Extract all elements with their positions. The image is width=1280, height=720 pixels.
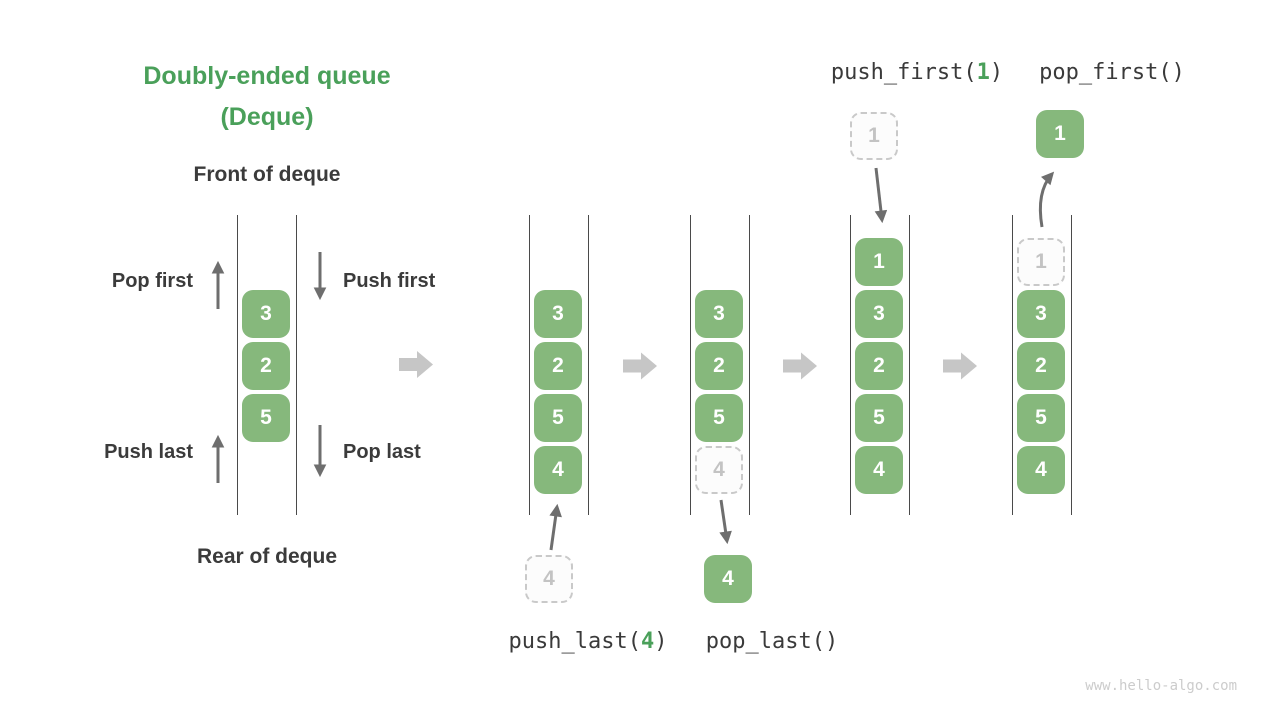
- deque-cell-solid: 2: [534, 342, 582, 390]
- push-first-op-text: push_first(: [830, 60, 977, 85]
- push-last-operation: push_last(4): [509, 629, 668, 654]
- floating-cell-push-last-incoming: 4: [525, 555, 573, 603]
- title-line2: (Deque): [220, 103, 314, 131]
- push-last-op-close: ): [654, 629, 668, 654]
- push-first-connector-arrow: [874, 167, 888, 224]
- deque-cell-solid: 4: [855, 446, 903, 494]
- deque-cell-solid: 3: [695, 290, 743, 338]
- deque-cell-solid: 5: [242, 394, 290, 442]
- diagram-title: Doubly-ended queue (Deque): [143, 56, 390, 138]
- floating-cell-pop-first-outgoing: 1: [1036, 110, 1084, 158]
- push-first-op-arg: 1: [976, 60, 990, 85]
- push-last-label: Push last: [104, 441, 193, 463]
- deque-cell-solid: 3: [534, 290, 582, 338]
- deque-cell-solid: 2: [855, 342, 903, 390]
- deque-cell-solid: 5: [855, 394, 903, 442]
- floating-cell-push-first-incoming: 1: [850, 112, 898, 160]
- push-last-op-text: push_last(: [508, 629, 641, 654]
- front-of-deque-label: Front of deque: [193, 163, 341, 186]
- push-first-op-close: ): [989, 60, 1004, 85]
- push-last-op-arg: 4: [640, 629, 655, 654]
- state-transition-arrow-4: [943, 352, 977, 380]
- deque-cell-solid: 5: [534, 394, 582, 442]
- push-first-label: Push first: [343, 270, 436, 292]
- deque-cell-dashed: 4: [695, 446, 743, 494]
- rear-of-deque-label: Rear of deque: [196, 545, 338, 568]
- deque-cell-solid: 2: [695, 342, 743, 390]
- deque-cell-solid: 5: [1017, 394, 1065, 442]
- push-first-operation: push_first(1): [831, 60, 1003, 85]
- state-transition-arrow-3: [783, 352, 817, 380]
- pop-first-operation: pop_first(): [1039, 60, 1185, 85]
- pop-last-operation: pop_last(): [705, 629, 839, 654]
- deque-cell-solid: 2: [242, 342, 290, 390]
- deque-cell-solid: 5: [695, 394, 743, 442]
- deque-cell-solid: 3: [1017, 290, 1065, 338]
- watermark: www.hello-algo.com: [1085, 678, 1237, 694]
- deque-cell-solid: 3: [242, 290, 290, 338]
- floating-cell-pop-last-outgoing: 4: [704, 555, 752, 603]
- deque-cell-solid: 1: [855, 238, 903, 286]
- pop-first-label: Pop first: [111, 270, 193, 292]
- deque-cell-dashed: 1: [1017, 238, 1065, 286]
- deque-cell-solid: 2: [1017, 342, 1065, 390]
- deque-cell-solid: 4: [1017, 446, 1065, 494]
- pop-last-label: Pop last: [343, 441, 421, 463]
- state-transition-arrow-1: [399, 351, 433, 378]
- state-transition-arrow-2: [623, 352, 657, 380]
- title-line1: Doubly-ended queue: [143, 62, 391, 90]
- deque-cell-solid: 3: [855, 290, 903, 338]
- deque-cell-solid: 4: [534, 446, 582, 494]
